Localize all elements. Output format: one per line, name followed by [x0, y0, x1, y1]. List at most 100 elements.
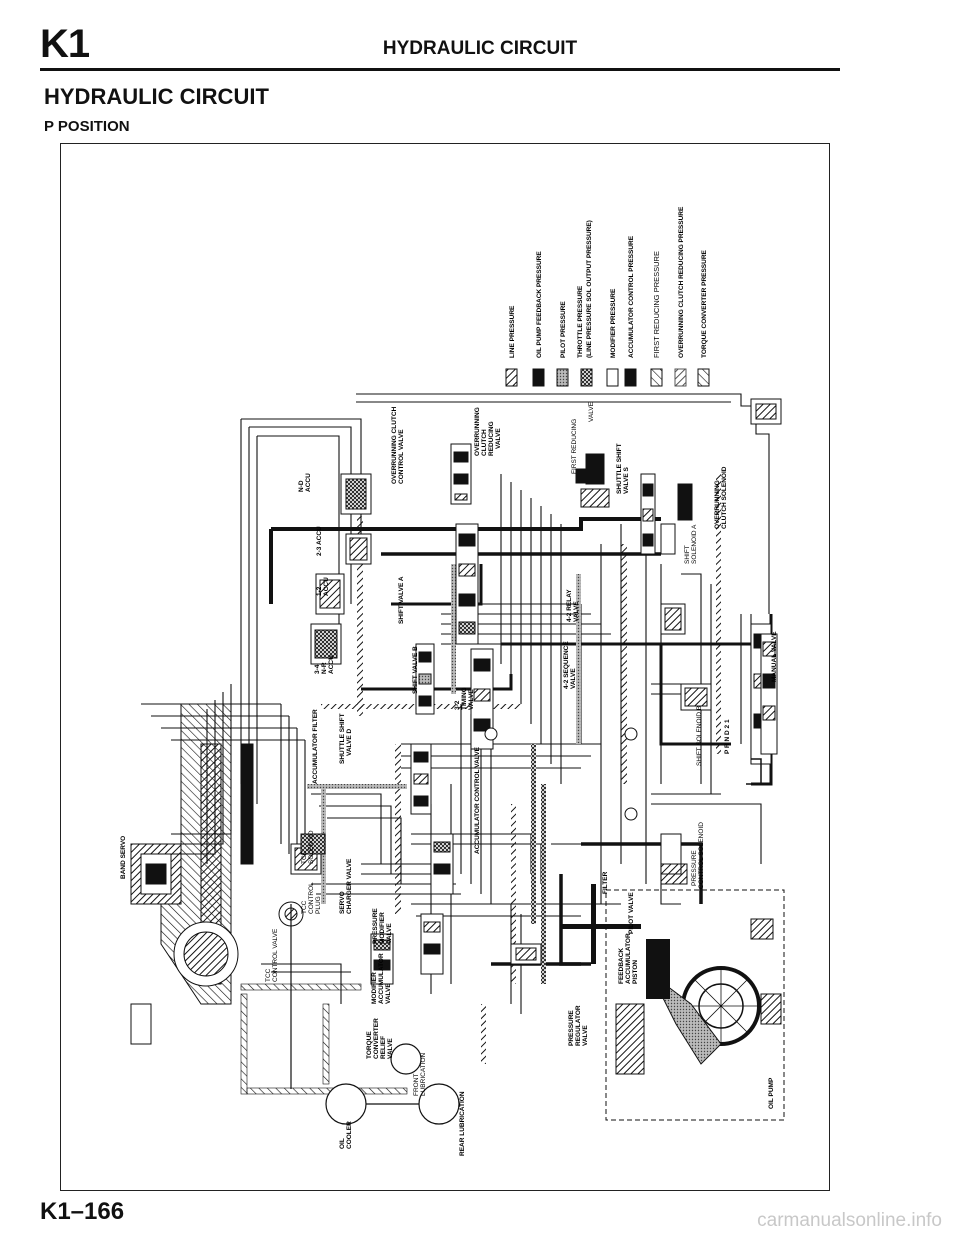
- svg-text:MODIFIER: MODIFIER: [371, 972, 378, 1004]
- legend-label: (LINE PRESSURE SOL OUTPUT PRESSURE): [586, 220, 593, 358]
- svg-text:SHUTTLE SHIFT: SHUTTLE SHIFT: [339, 713, 346, 764]
- svg-text:ACCUMULATOR: ACCUMULATOR: [378, 953, 385, 1004]
- label-pressure-regulator-valve: PRESSURE REGULATOR VALVE: [568, 1005, 589, 1046]
- svg-text:SHUTTLE SHIFT: SHUTTLE SHIFT: [616, 443, 623, 494]
- svg-text:ACCU: ACCU: [323, 577, 330, 596]
- hydraulic-circuit-diagram: LINE PRESSURE OIL PUMP FEEDBACK PRESSURE…: [120, 206, 785, 1156]
- label-tcc-control-plug: TCC CONTROL PLUG: [301, 882, 322, 914]
- label-torque-converter-relief-valve: TORQUE CONVERTER RELIEF VALVE: [366, 1018, 394, 1059]
- label-4-2-sequence-valve: 4-2 SEQUENCE VALVE: [563, 641, 577, 689]
- label-tcc-solenoid: TCC SOLENOID: [301, 830, 315, 864]
- valve-bodies: [278, 398, 782, 985]
- svg-text:REGULATOR: REGULATOR: [575, 1005, 582, 1046]
- svg-text:3-2: 3-2: [454, 700, 461, 710]
- legend-labels: LINE PRESSURE OIL PUMP FEEDBACK PRESSURE…: [509, 206, 708, 358]
- svg-text:REDUCING: REDUCING: [488, 421, 495, 456]
- svg-text:VALVE: VALVE: [385, 983, 392, 1004]
- label-1-2-accu: 1-2 ACCU: [316, 577, 330, 596]
- label-3-4-nr-accu: 3-4 N-R ACCU: [314, 655, 335, 674]
- label-manual-valve: MANUAL VALVE: [771, 631, 778, 682]
- svg-text:FRONT: FRONT: [413, 1074, 420, 1096]
- legend-label: OIL PUMP FEEDBACK PRESSURE: [536, 251, 543, 358]
- label-shuttle-shift-valve-s: SHUTTLE SHIFT VALVE S: [616, 443, 630, 494]
- svg-text:RELIEF: RELIEF: [380, 1036, 387, 1059]
- svg-text:PRESSURE: PRESSURE: [691, 850, 698, 886]
- label-rear-lubrication: REAR LUBRICATION: [459, 1091, 466, 1156]
- pressure-channels: [240, 474, 773, 1095]
- svg-text:CONVERTER: CONVERTER: [373, 1018, 380, 1059]
- label-oil-pump: OIL PUMP: [768, 1077, 775, 1109]
- front-lubrication-circle: [390, 1043, 422, 1075]
- svg-text:TORQUE: TORQUE: [366, 1031, 373, 1059]
- page-number: K1–166: [40, 1198, 125, 1225]
- svg-text:VALVE: VALVE: [588, 401, 595, 422]
- svg-text:CLUTCH: CLUTCH: [481, 429, 488, 456]
- svg-text:ACCUMULATOR: ACCUMULATOR: [625, 933, 632, 984]
- solenoids: [300, 468, 693, 885]
- label-overrunning-clutch-solenoid: OVERRUNNING CLUTCH SOLENOID: [714, 466, 728, 529]
- label-shift-valve-a: SHIFT VALVE A: [398, 576, 405, 624]
- legend-label: TORQUE CONVERTER PRESSURE: [701, 249, 708, 358]
- svg-text:CONTROL VALVE: CONTROL VALVE: [272, 928, 279, 982]
- legend-label: LINE PRESSURE: [509, 305, 516, 358]
- legend-label: ACCUMULATOR CONTROL PRESSURE: [628, 235, 635, 358]
- svg-text:3-4: 3-4: [314, 664, 321, 674]
- label-4-2-relay-valve: 4-2 RELAY VALVE: [566, 589, 580, 622]
- svg-text:SHIFT: SHIFT: [684, 545, 691, 564]
- section-title: HYDRAULIC CIRCUIT: [44, 84, 269, 109]
- header-rule: [40, 68, 840, 71]
- label-modifier-accumulator-valve: MODIFIER ACCUMULATOR VALVE: [371, 953, 392, 1004]
- legend-label: THROTTLE PRESSURE: [577, 285, 584, 358]
- diagram-frame: LINE PRESSURE OIL PUMP FEEDBACK PRESSURE…: [60, 143, 830, 1191]
- label-servo-charger-valve: SERVO CHARGER VALVE: [339, 858, 353, 914]
- label-feedback-accumulator-piston: FEEDBACK ACCUMULATOR PISTON: [618, 933, 639, 984]
- label-nd-accu: N-D ACCU: [298, 473, 312, 492]
- label-2-3-accu: 2-3 ACCU: [316, 526, 323, 556]
- svg-text:COOLER: COOLER: [346, 1121, 353, 1149]
- label-prnd21: P R N D 2 1: [724, 719, 731, 754]
- label-overrunning-clutch-reducing-valve: OVERRUNNING CLUTCH REDUCING VALVE: [474, 407, 502, 456]
- svg-text:OVERRUNNING: OVERRUNNING: [714, 480, 721, 529]
- svg-text:VALVE: VALVE: [495, 428, 502, 449]
- svg-text:SERVO: SERVO: [339, 891, 346, 914]
- svg-text:VALVE: VALVE: [570, 668, 577, 689]
- svg-text:N-D: N-D: [298, 480, 305, 492]
- manual-valve-assembly: [746, 633, 778, 785]
- svg-text:PRESSURE: PRESSURE: [568, 1010, 575, 1046]
- svg-text:OVERRUNNING CLUTCH: OVERRUNNING CLUTCH: [391, 406, 398, 484]
- svg-text:4-2 RELAY: 4-2 RELAY: [566, 589, 573, 622]
- label-3-2-timing-valve: 3-2 TIMING VALVE: [454, 687, 475, 710]
- legend-label: PILOT PRESSURE: [560, 301, 567, 358]
- svg-text:4-2 SEQUENCE: 4-2 SEQUENCE: [563, 641, 570, 689]
- svg-text:TCC: TCC: [301, 900, 308, 914]
- label-pressure-modifier-valve: PRESSURE MODIFIER VALVE: [372, 908, 393, 944]
- svg-text:OVERRUNNING: OVERRUNNING: [474, 407, 481, 456]
- svg-text:VALVE: VALVE: [468, 689, 475, 710]
- svg-text:TIMING: TIMING: [461, 687, 468, 710]
- label-filter: FILTER: [602, 871, 609, 894]
- svg-text:VALVE D: VALVE D: [346, 728, 353, 756]
- oil-pump-assembly: [605, 889, 785, 1121]
- svg-text:CONTROL: CONTROL: [308, 882, 315, 914]
- label-pressure-control-solenoid: PRESSURE CONTROL SOLENOID: [691, 822, 705, 889]
- legend-label: OVERRUNNING CLUTCH REDUCING PRESSURE: [678, 206, 685, 358]
- label-accumulator-control-valve: ACCUMULATOR CONTROL VALVE: [474, 746, 481, 854]
- svg-text:FEEDBACK: FEEDBACK: [618, 948, 625, 984]
- label-shift-valve-b: SHIFT VALVE B: [412, 646, 419, 694]
- svg-text:SOLENOID A: SOLENOID A: [691, 524, 698, 564]
- svg-text:PRESSURE: PRESSURE: [372, 908, 379, 944]
- cooler-lubrication: [290, 904, 460, 1125]
- svg-text:FIRST REDUCING: FIRST REDUCING: [571, 419, 578, 474]
- label-oil-cooler: OIL COOLER: [339, 1121, 353, 1149]
- label-band-servo: BAND SERVO: [120, 836, 127, 879]
- header-code: K1: [40, 22, 90, 66]
- svg-text:SOLENOID: SOLENOID: [308, 830, 315, 864]
- legend-label: MODIFIER PRESSURE: [610, 288, 617, 358]
- svg-text:VALVE: VALVE: [573, 601, 580, 622]
- svg-text:VALVE: VALVE: [582, 1025, 589, 1046]
- svg-text:VALVE: VALVE: [387, 1038, 394, 1059]
- legend: LINE PRESSURE OIL PUMP FEEDBACK PRESSURE…: [505, 206, 710, 387]
- svg-text:PLUG: PLUG: [315, 896, 322, 914]
- legend-label: FIRST REDUCING PRESSURE: [652, 251, 661, 358]
- label-first-reducing-valve: FIRST REDUCING VALVE: [571, 401, 595, 474]
